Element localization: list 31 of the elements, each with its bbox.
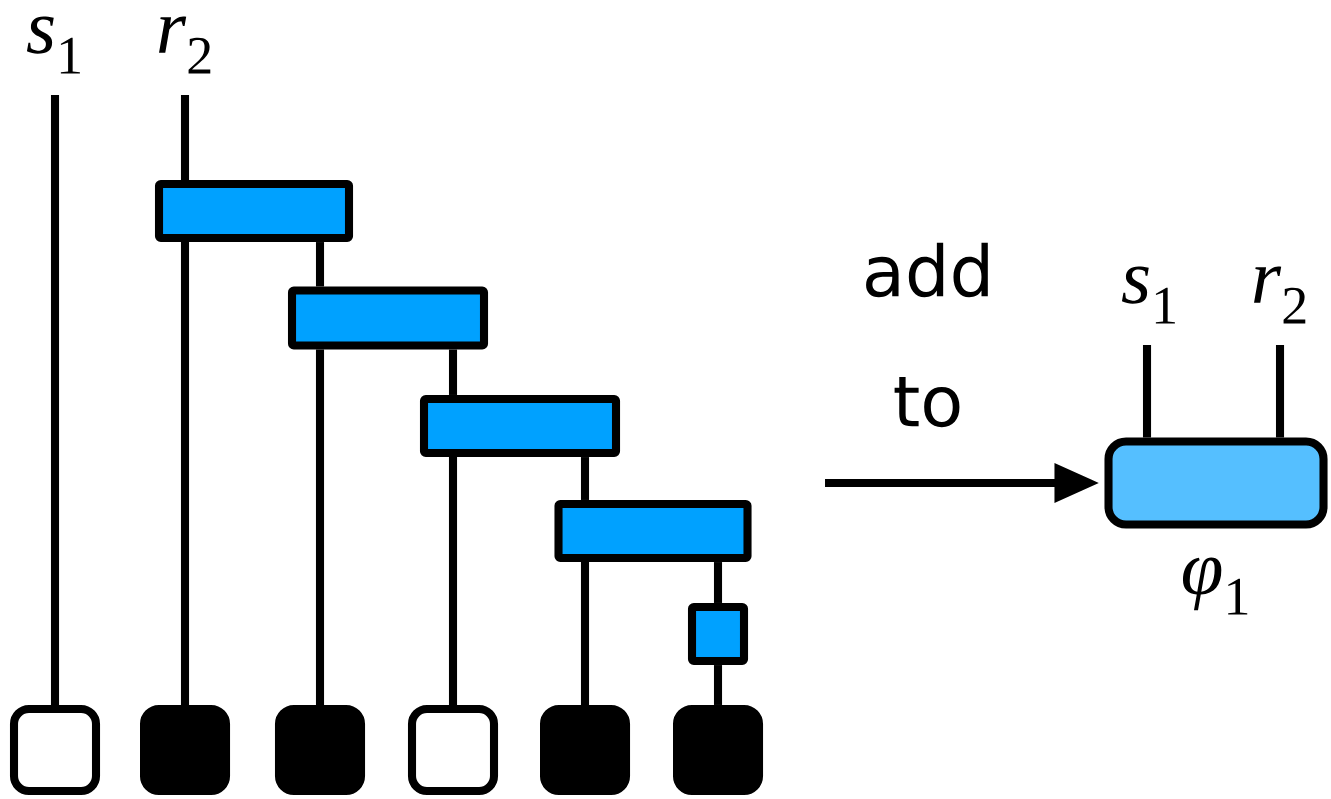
tensor-box	[419, 394, 621, 458]
wire-line	[713, 665, 723, 705]
wire-line	[1276, 345, 1285, 438]
site-square	[672, 704, 764, 796]
variable-label: r$_{2}$	[1254, 266, 1306, 324]
wire-line	[315, 242, 325, 287]
wire-line	[50, 94, 60, 705]
tensor-box	[554, 499, 752, 563]
wire-line	[713, 562, 723, 603]
tensor-box	[287, 286, 489, 350]
site-square	[539, 704, 631, 796]
wire-line	[315, 349, 325, 705]
variable-label: φ$_{1}$	[1182, 557, 1248, 615]
variable-label: s$_{1}$	[26, 16, 80, 74]
site-square	[9, 704, 101, 796]
wire-line	[180, 95, 190, 180]
tensor-box	[154, 179, 354, 243]
wire-line	[580, 562, 590, 705]
wire-line	[180, 242, 190, 705]
wire-line	[1143, 344, 1152, 438]
site-square	[139, 704, 231, 796]
variable-label: s$_{1}$	[1121, 266, 1175, 324]
tensor-box	[687, 602, 749, 666]
site-square	[274, 704, 366, 796]
wire-line	[448, 457, 458, 705]
wire-line	[448, 349, 458, 395]
edge-label: add to	[866, 242, 988, 428]
wire-line	[580, 457, 590, 500]
site-square	[407, 704, 499, 796]
tensor-box	[1104, 437, 1328, 529]
variable-label: r$_{2}$	[159, 16, 211, 74]
